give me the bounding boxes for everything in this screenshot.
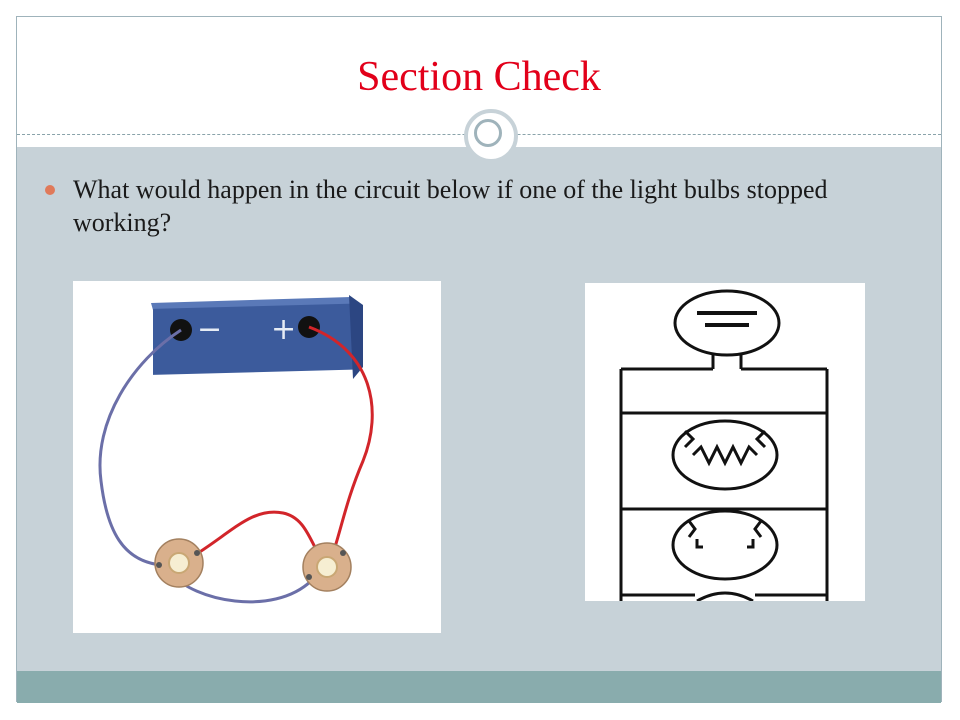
bullet-dot-icon xyxy=(45,185,55,195)
slide-title: Section Check xyxy=(357,54,601,100)
circuit-photo: − + xyxy=(73,281,441,633)
schematic-drawing xyxy=(619,289,829,601)
blue-wire xyxy=(98,328,182,567)
footer-bar xyxy=(17,671,941,703)
battery-symbol-icon xyxy=(673,289,781,357)
circuit-schematic xyxy=(585,283,865,601)
plus-label: + xyxy=(271,312,296,347)
minus-label: − xyxy=(197,312,222,347)
bullet-item: What would happen in the circuit below i… xyxy=(45,173,925,239)
slide: Section Check What would happen in the c… xyxy=(16,16,942,703)
open-bulb-icon xyxy=(671,509,779,581)
resistor-bulb-icon xyxy=(671,419,779,491)
red-wire-middle xyxy=(194,510,319,557)
left-bulb-icon xyxy=(154,538,204,588)
red-wire xyxy=(308,325,374,548)
bullet-text: What would happen in the circuit below i… xyxy=(73,175,828,237)
circuit-photo-drawing: − + xyxy=(98,295,374,604)
decorative-ring-icon xyxy=(464,109,518,163)
right-bulb-icon xyxy=(302,542,352,592)
